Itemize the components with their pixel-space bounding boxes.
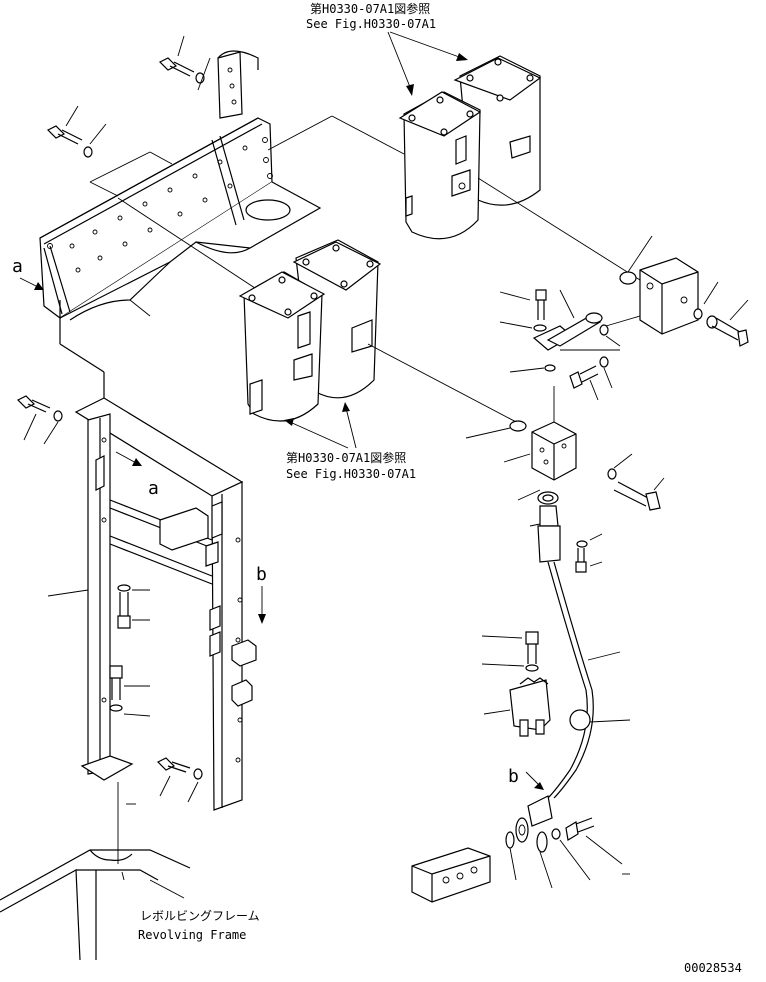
- drawing-number: 00028534: [684, 961, 742, 975]
- oring-lower-left: [509, 420, 527, 432]
- bolt-hose-end: [551, 817, 623, 881]
- filter-assembly-top: [398, 55, 542, 240]
- hose-fitting: [517, 489, 561, 563]
- marker-b-right: b: [508, 766, 519, 787]
- bolt-right-lower: [607, 453, 665, 511]
- oring-elbow: [599, 324, 609, 336]
- hose-end-fitting: [505, 795, 553, 889]
- bolt-stand-lower: [109, 665, 151, 717]
- junction-block: [411, 847, 491, 903]
- frame-label-en: Revolving Frame: [138, 928, 246, 942]
- ref-mid-en: See Fig.H0330-07A1: [286, 467, 416, 481]
- clamp-bolt: [481, 631, 539, 672]
- bolt-top-left-2: [46, 105, 107, 158]
- revolving-frame: [0, 782, 191, 961]
- ref-mid-arrows: [284, 402, 357, 449]
- washer-mid: [599, 356, 609, 368]
- frame-label-jp: レボルビングフレーム: [140, 909, 260, 923]
- bolt-right-elbow: [499, 289, 547, 332]
- bolt-top-left-1: [158, 35, 211, 91]
- ref-top-jp: 第H0330-07A1図参照: [310, 1, 430, 16]
- pipe-elbow: [532, 289, 603, 351]
- side-plate: [217, 50, 259, 119]
- leader-top-block: [477, 177, 641, 281]
- valve-block-lower: [503, 421, 577, 481]
- hose-clamp: [483, 677, 631, 737]
- leader-bracket-filter: [267, 115, 333, 151]
- bolt-mid-horizontal: [569, 365, 599, 401]
- bolt-stand-bottom: [156, 757, 203, 803]
- marker-a-mid: a: [148, 478, 159, 499]
- bolt-stand-mid: [117, 584, 150, 629]
- bolt-hose-upper: [575, 533, 603, 573]
- oring-upper: [619, 271, 637, 285]
- filter-assembly-middle: [238, 239, 382, 422]
- ref-top-en: See Fig.H0330-07A1: [306, 17, 436, 31]
- marker-b-right-arrow: [525, 771, 541, 787]
- ref-top-arrows: [387, 31, 468, 96]
- hose-line: [547, 561, 588, 799]
- valve-block-upper: [639, 257, 699, 335]
- ref-mid-jp: 第H0330-07A1図参照: [286, 450, 406, 465]
- support-stand: [47, 316, 257, 811]
- bolt-right-upper: [693, 281, 749, 347]
- bolt-stand-top: [16, 395, 63, 445]
- mounting-bracket: [39, 117, 322, 321]
- marker-a-top: a: [12, 256, 23, 277]
- oring-mid: [544, 364, 556, 372]
- leader-mid-block: [367, 343, 521, 425]
- marker-b-stand: b: [256, 564, 267, 585]
